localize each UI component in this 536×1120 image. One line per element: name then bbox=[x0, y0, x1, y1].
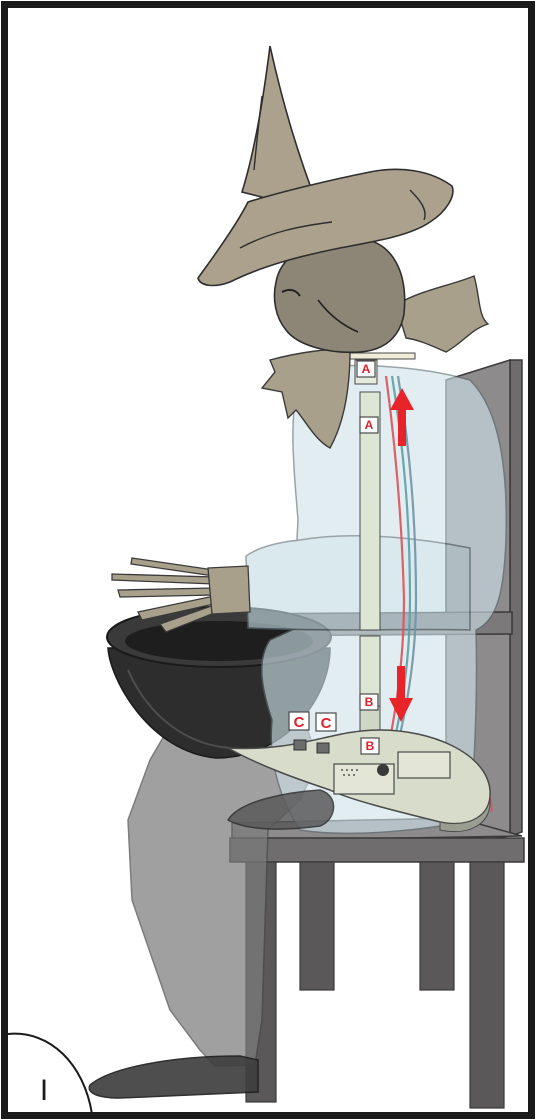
label-a-upper: A bbox=[356, 360, 376, 378]
finger-3 bbox=[130, 557, 215, 577]
label-c-left: C bbox=[288, 711, 310, 731]
chair-leg-back-left bbox=[299, 861, 335, 991]
sensor-c-left bbox=[293, 739, 307, 751]
label-b-upper: B bbox=[359, 693, 379, 711]
step-number-badge: I bbox=[7, 1032, 93, 1115]
hat-crease-2 bbox=[239, 221, 333, 249]
witch-hat bbox=[197, 45, 454, 287]
label-c-right: C bbox=[315, 712, 337, 732]
chair-leg-back-right bbox=[419, 861, 455, 991]
bowl-highlight bbox=[127, 669, 231, 749]
arrow-down-shape bbox=[389, 666, 413, 722]
step-number: I bbox=[40, 1074, 48, 1107]
speaker-grille bbox=[341, 769, 358, 776]
label-a-upper-text: A bbox=[362, 362, 371, 376]
label-c-left-text: C bbox=[294, 714, 305, 731]
label-b-lower: B bbox=[360, 737, 380, 755]
label-b-upper-text: B bbox=[365, 695, 374, 709]
hat-brim bbox=[197, 168, 454, 287]
base-board-edge bbox=[439, 789, 491, 832]
base-board bbox=[227, 729, 491, 832]
chair-leg-front-right bbox=[469, 861, 505, 1109]
shoe-bottom bbox=[88, 1055, 259, 1099]
arrow-up-icon bbox=[390, 388, 414, 446]
collar-right bbox=[395, 275, 490, 353]
eye-lash bbox=[281, 288, 301, 297]
control-box-right bbox=[397, 751, 451, 779]
hands bbox=[111, 557, 251, 633]
sensor-c-right bbox=[316, 742, 330, 754]
collar-cloth bbox=[260, 275, 490, 449]
hat-crease-1 bbox=[253, 95, 263, 171]
finger-2 bbox=[117, 587, 215, 598]
arrow-down-icon bbox=[389, 666, 413, 722]
chair-back-edge bbox=[509, 359, 523, 838]
hat-crease-3 bbox=[409, 189, 426, 221]
shirt-sleeve bbox=[245, 535, 471, 631]
chair-seat-front bbox=[229, 837, 525, 863]
label-a-lower: A bbox=[359, 416, 379, 434]
face-seam bbox=[317, 299, 359, 333]
pole-top-plate bbox=[344, 352, 416, 360]
step-number-arc bbox=[7, 1032, 93, 1115]
finger-1 bbox=[111, 573, 215, 585]
palm bbox=[207, 565, 251, 615]
shoes bbox=[88, 789, 335, 1099]
label-a-lower-text: A bbox=[365, 418, 374, 432]
label-c-right-text: C bbox=[321, 715, 332, 732]
arrow-up-shape bbox=[390, 388, 414, 446]
label-b-lower-text: B bbox=[366, 739, 375, 753]
collar-left bbox=[260, 348, 351, 449]
shoe-top bbox=[226, 789, 335, 830]
pole-upper bbox=[359, 391, 381, 631]
motor-knob bbox=[377, 764, 389, 776]
